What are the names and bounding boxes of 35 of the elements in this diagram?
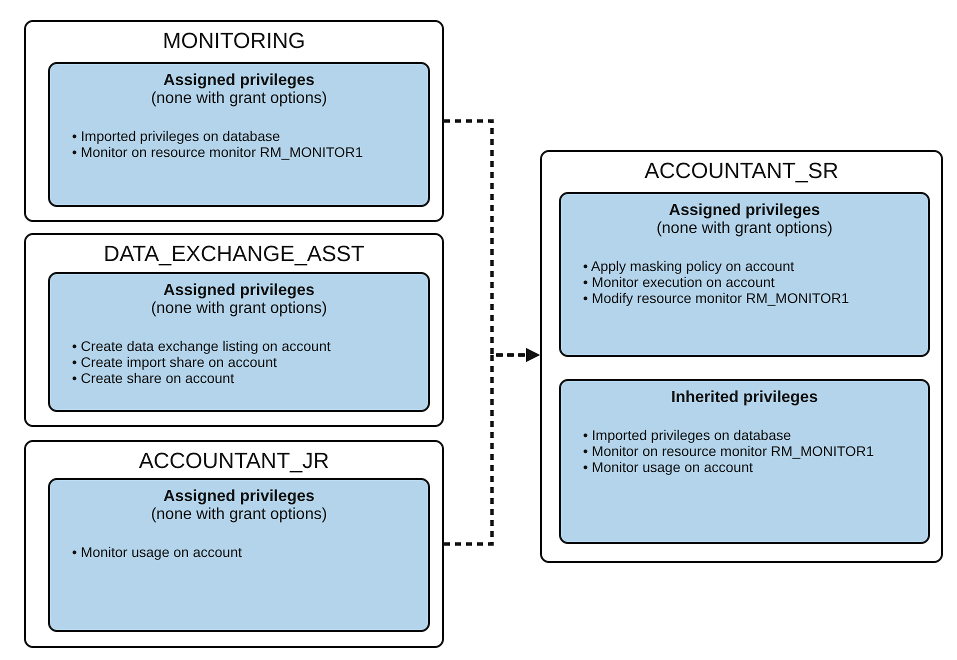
privilege-item: • Modify resource monitor RM_MONITOR1 — [582, 290, 850, 306]
section-heading: Assigned privileges — [162, 72, 316, 90]
role-title: ACCOUNTANT_JR — [138, 448, 330, 474]
privilege-item: • Monitor usage on account — [582, 459, 753, 475]
privilege-item: • Monitor usage on account — [71, 544, 242, 560]
section-subtitle: (none with grant options) — [150, 506, 328, 524]
section-heading: Assigned privileges — [162, 488, 316, 506]
privileges-box — [48, 62, 430, 207]
role-box — [24, 440, 444, 648]
privilege-item: • Imported privileges on database — [71, 128, 280, 144]
role-title: DATA_EXCHANGE_ASST — [102, 241, 366, 267]
role-box — [24, 20, 444, 222]
section-subtitle: (none with grant options) — [150, 300, 328, 318]
privileges-box — [48, 478, 430, 632]
privilege-item: • Create data exchange listing on account — [71, 338, 331, 354]
section-subtitle: (none with grant options) — [150, 90, 328, 108]
privilege-item: • Monitor on resource monitor RM_MONITOR1 — [582, 443, 874, 459]
privilege-item: • Monitor on resource monitor RM_MONITOR1 — [71, 144, 363, 160]
privilege-item: • Apply masking policy on account — [582, 258, 794, 274]
role-box — [24, 233, 444, 427]
privileges-box — [559, 379, 930, 544]
privilege-item: • Monitor execution on account — [582, 274, 775, 290]
role-title: ACCOUNTANT_SR — [644, 158, 840, 184]
section-heading: Inherited privileges — [670, 389, 819, 407]
role-title: MONITORING — [162, 28, 306, 54]
privilege-item: • Create share on account — [71, 370, 234, 386]
role-box — [540, 150, 943, 563]
privileges-box — [48, 272, 430, 412]
section-heading: Assigned privileges — [668, 202, 822, 220]
section-subtitle: (none with grant options) — [655, 220, 834, 238]
section-heading: Assigned privileges — [162, 282, 316, 300]
privilege-item: • Imported privileges on database — [582, 427, 792, 443]
privileges-box — [559, 192, 930, 357]
privilege-item: • Create import share on account — [71, 354, 277, 370]
dashed-arrow — [444, 348, 540, 546]
